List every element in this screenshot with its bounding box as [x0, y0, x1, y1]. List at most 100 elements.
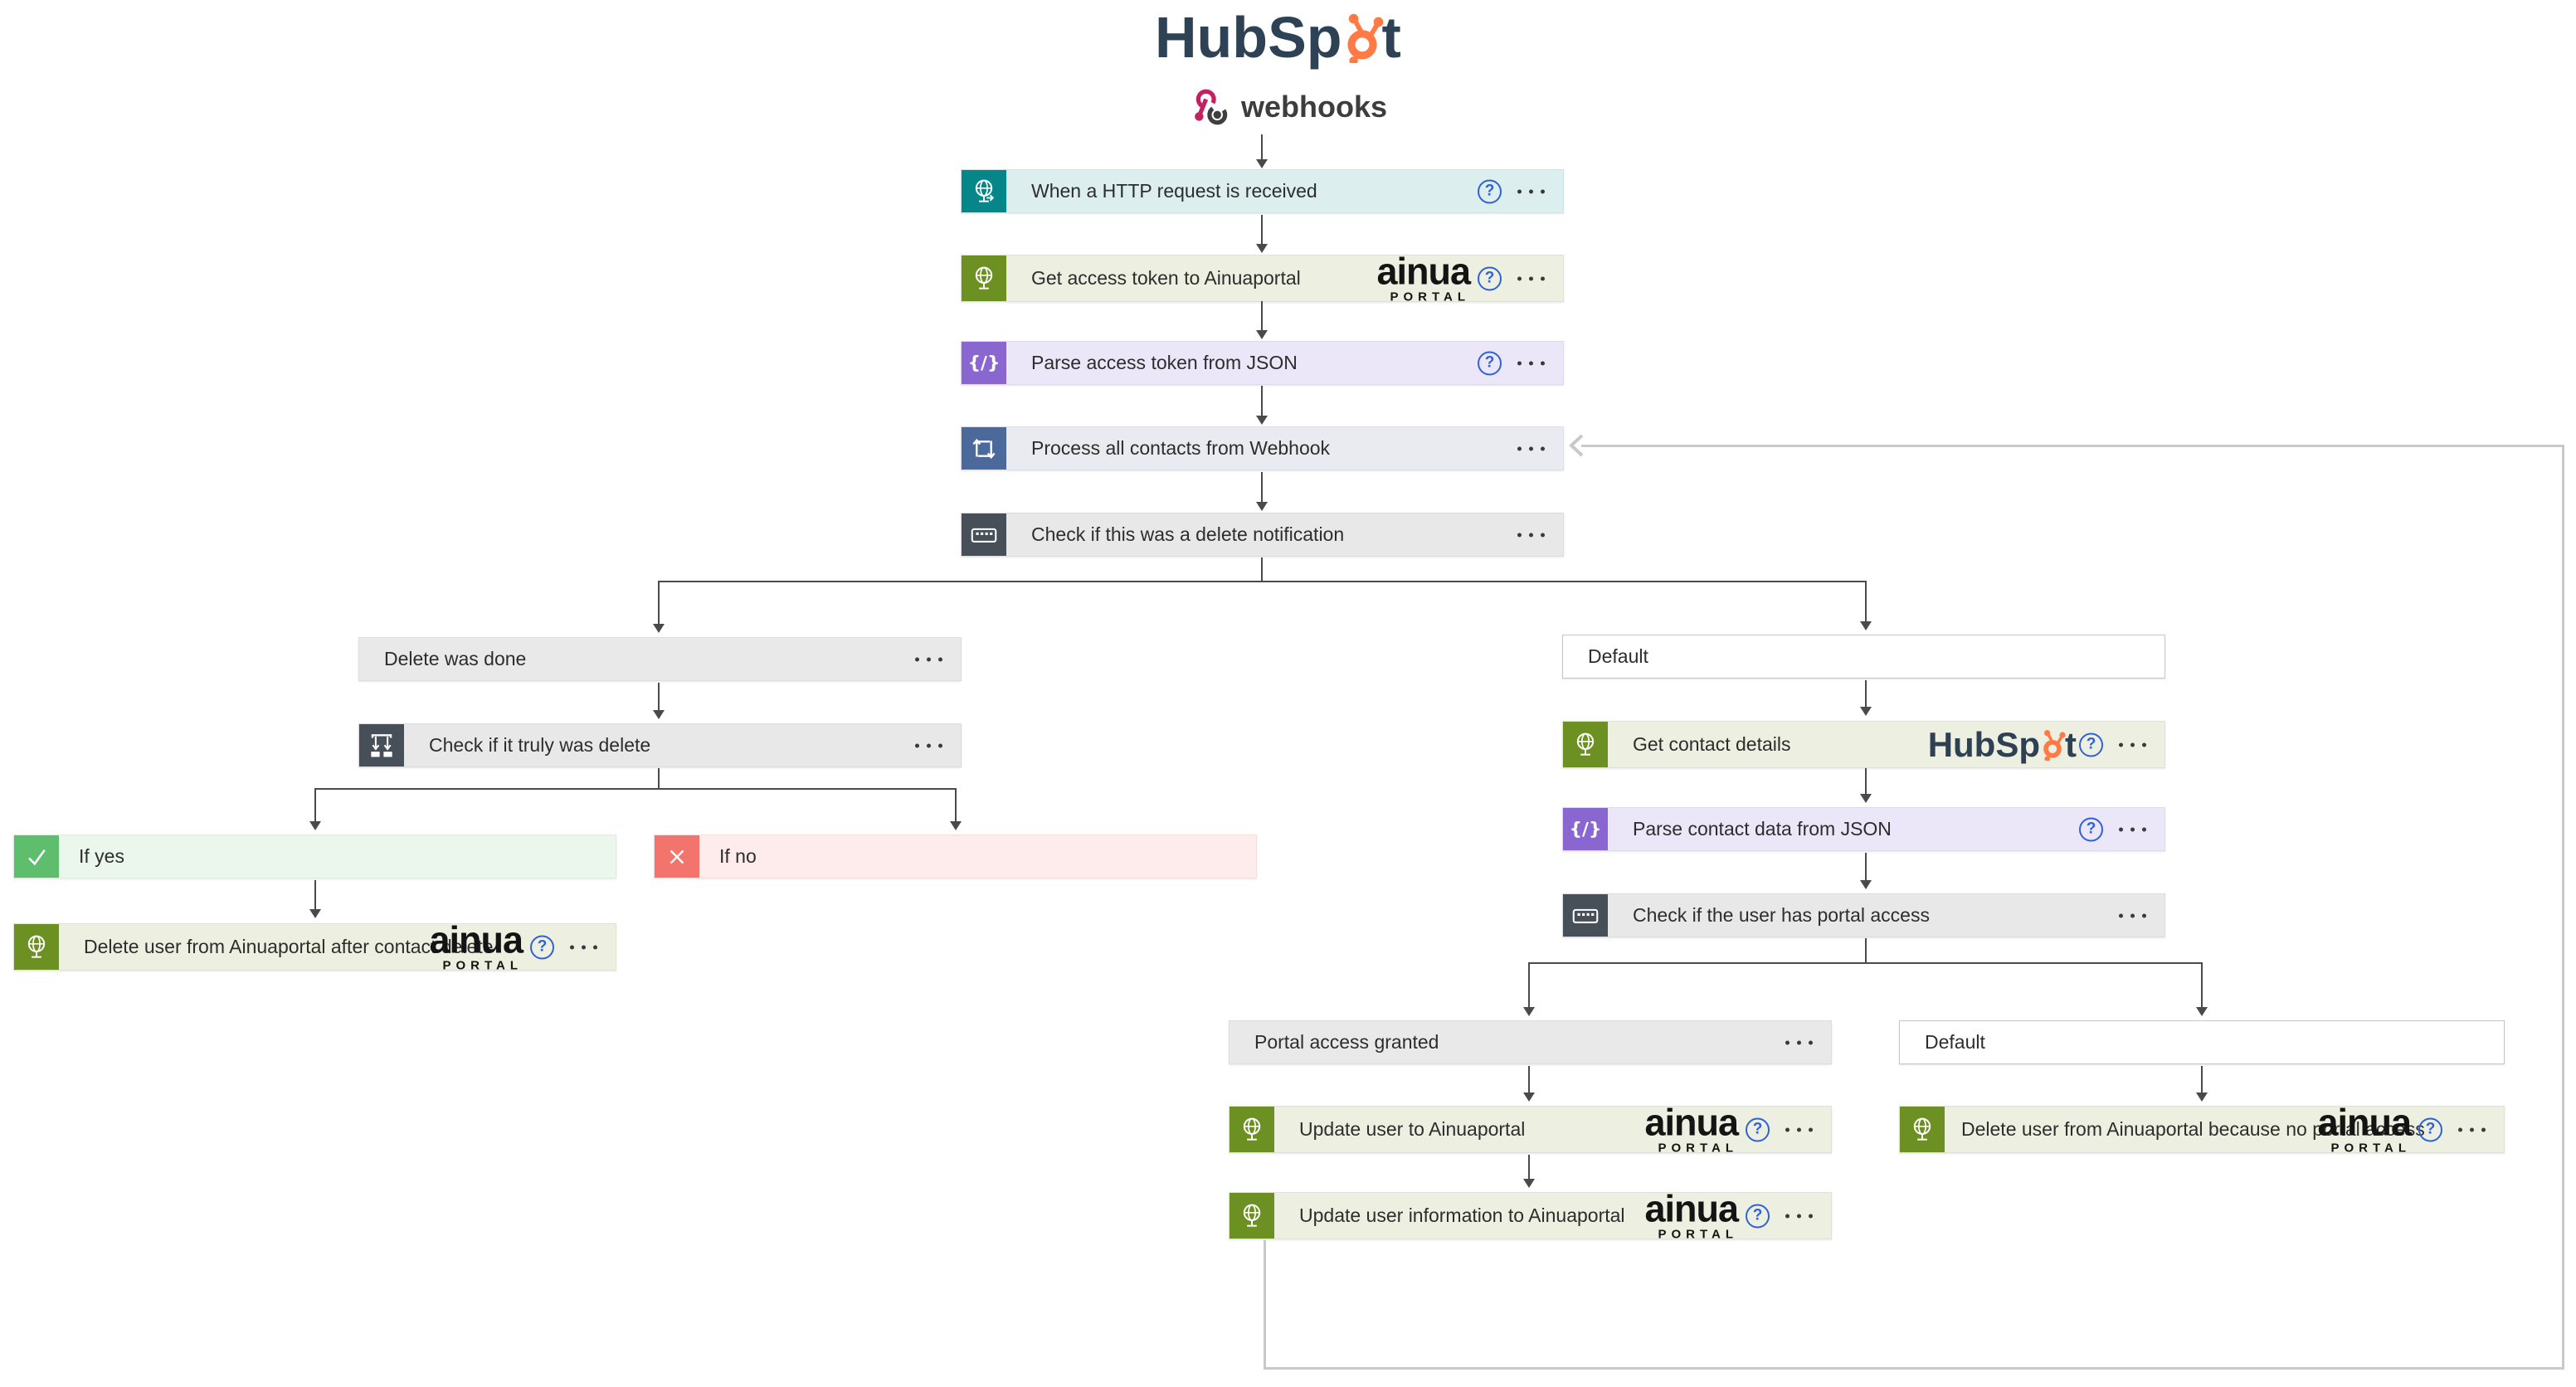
connector	[314, 788, 957, 790]
ellipsis-menu-icon[interactable]	[570, 945, 597, 949]
node-condition-truly-delete[interactable]: Check if it truly was delete	[358, 723, 962, 767]
node-switch-portal-access[interactable]: Check if the user has portal access	[1562, 893, 2165, 937]
switch-icon	[1563, 894, 1608, 937]
node-title: Parse access token from JSON	[1031, 352, 1298, 373]
ellipsis-menu-icon[interactable]	[915, 743, 942, 747]
node-title: Update user information to Ainuaportal	[1299, 1204, 1625, 1226]
node-title: Process all contacts from Webhook	[1031, 437, 1331, 459]
ainua-portal-sub: PORTAL	[1658, 1140, 1738, 1155]
globe-icon	[962, 256, 1006, 301]
ellipsis-menu-icon[interactable]	[1517, 361, 1545, 365]
help-icon[interactable]: ?	[1478, 351, 1502, 375]
connector	[1261, 557, 1263, 582]
ellipsis-menu-icon[interactable]	[2119, 827, 2146, 831]
ainua-portal-logo: ainua PORTAL	[1644, 1103, 1739, 1155]
ainua-wordmark: ainua	[429, 917, 523, 961]
arrowhead-icon	[1256, 416, 1268, 425]
node-if-no[interactable]: If no	[654, 835, 1257, 878]
node-title: Get access token to Ainuaportal	[1031, 267, 1301, 289]
hubspot-sprocket-icon	[2043, 729, 2066, 761]
arrowhead-icon	[2196, 1007, 2208, 1016]
node-case-default-bottom[interactable]: Default	[1899, 1020, 2505, 1064]
node-title: Get contact details	[1633, 733, 1791, 755]
node-case-portal-access-granted[interactable]: Portal access granted	[1229, 1020, 1832, 1064]
braces-slash-icon: {/}	[962, 342, 1006, 384]
arrowhead-icon	[950, 821, 962, 830]
node-title: Portal access granted	[1254, 1031, 1439, 1053]
node-when-http-request[interactable]: When a HTTP request is received ?	[961, 169, 1564, 213]
node-switch-delete-notification[interactable]: Check if this was a delete notification	[961, 513, 1564, 557]
help-icon[interactable]: ?	[2079, 732, 2103, 757]
hubspot-wordmark-pre: HubSp	[1155, 5, 1342, 70]
connector	[1865, 680, 1867, 709]
cross-icon	[655, 835, 699, 878]
connector	[1865, 768, 1867, 796]
connector	[658, 683, 660, 713]
node-get-access-token[interactable]: Get access token to Ainuaportal ainua PO…	[961, 252, 1564, 304]
ellipsis-menu-icon[interactable]	[2119, 742, 2146, 747]
node-get-contact-details[interactable]: Get contact details HubSp t ?	[1562, 721, 2165, 768]
svg-text:{/}: {/}	[968, 353, 1001, 373]
node-delete-user-after-contact-delete[interactable]: Delete user from Ainuaportal after conta…	[13, 921, 616, 971]
node-case-default-top[interactable]: Default	[1562, 635, 2165, 679]
hubspot-wordmark-post: t	[1381, 5, 1401, 70]
help-icon[interactable]: ?	[2418, 1117, 2442, 1141]
connector	[1528, 1155, 1530, 1180]
ainua-portal-sub: PORTAL	[2330, 1140, 2411, 1155]
arrowhead-icon	[1256, 502, 1268, 511]
node-title: Check if the user has portal access	[1633, 904, 1930, 926]
arrowhead-icon	[653, 624, 665, 633]
arrowhead-icon	[1860, 707, 1872, 716]
node-update-user-information[interactable]: Update user information to Ainuaportal a…	[1229, 1190, 1832, 1240]
connector	[2201, 962, 2203, 1009]
ainua-portal-logo: ainua PORTAL	[1376, 252, 1471, 304]
connector	[1865, 581, 1867, 623]
node-parse-access-token[interactable]: {/} Parse access token from JSON ?	[961, 341, 1564, 385]
connector	[955, 788, 957, 823]
node-title: Default	[1588, 645, 1648, 667]
help-icon[interactable]: ?	[1746, 1117, 1770, 1141]
webhooks-label: webhooks	[1241, 90, 1388, 124]
help-icon[interactable]: ?	[530, 935, 554, 959]
connector	[1528, 962, 1530, 1009]
node-parse-contact-data[interactable]: {/} Parse contact data from JSON ?	[1562, 807, 2165, 851]
connector	[658, 768, 660, 790]
ainua-wordmark: ainua	[1644, 1186, 1739, 1229]
globe-icon	[1563, 722, 1608, 767]
help-icon[interactable]: ?	[1746, 1204, 1770, 1228]
ellipsis-menu-icon[interactable]	[915, 657, 942, 661]
ellipsis-menu-icon[interactable]	[1785, 1040, 1813, 1044]
ellipsis-menu-icon[interactable]	[1517, 446, 1545, 450]
node-if-yes[interactable]: If yes	[13, 835, 616, 878]
ellipsis-menu-icon[interactable]	[1517, 276, 1545, 280]
arrowhead-icon	[1523, 1093, 1535, 1102]
help-icon[interactable]: ?	[1478, 179, 1502, 203]
loop-icon	[962, 427, 1006, 470]
help-icon[interactable]: ?	[2079, 817, 2103, 841]
arrowhead-icon	[1860, 880, 1872, 889]
connector	[1865, 853, 1867, 882]
braces-slash-icon: {/}	[1563, 808, 1608, 850]
node-title: If yes	[79, 845, 124, 867]
node-title: Default	[1925, 1031, 1985, 1053]
node-foreach-contacts[interactable]: Process all contacts from Webhook	[961, 426, 1564, 470]
connector	[1261, 472, 1263, 504]
help-icon[interactable]: ?	[1478, 266, 1502, 290]
ellipsis-menu-icon[interactable]	[1785, 1127, 1813, 1132]
connector	[659, 581, 1867, 582]
ellipsis-menu-icon[interactable]	[1785, 1214, 1813, 1218]
ellipsis-menu-icon[interactable]	[1517, 533, 1545, 537]
ellipsis-menu-icon[interactable]	[1517, 189, 1545, 193]
ellipsis-menu-icon[interactable]	[2119, 913, 2146, 917]
connector	[1528, 962, 2203, 964]
ellipsis-menu-icon[interactable]	[2458, 1127, 2486, 1132]
globe-icon	[1900, 1107, 1945, 1152]
node-delete-user-no-portal-access[interactable]: Delete user from Ainuaportal because no …	[1899, 1103, 2505, 1155]
node-update-user[interactable]: Update user to Ainuaportal ainua PORTAL …	[1229, 1103, 1832, 1155]
ainua-portal-sub: PORTAL	[1390, 289, 1470, 304]
node-case-delete-was-done[interactable]: Delete was done	[358, 637, 962, 681]
webhooks-logo: webhooks	[1191, 86, 1387, 128]
svg-text:{/}: {/}	[1570, 819, 1602, 840]
webhooks-icon	[1195, 89, 1228, 125]
